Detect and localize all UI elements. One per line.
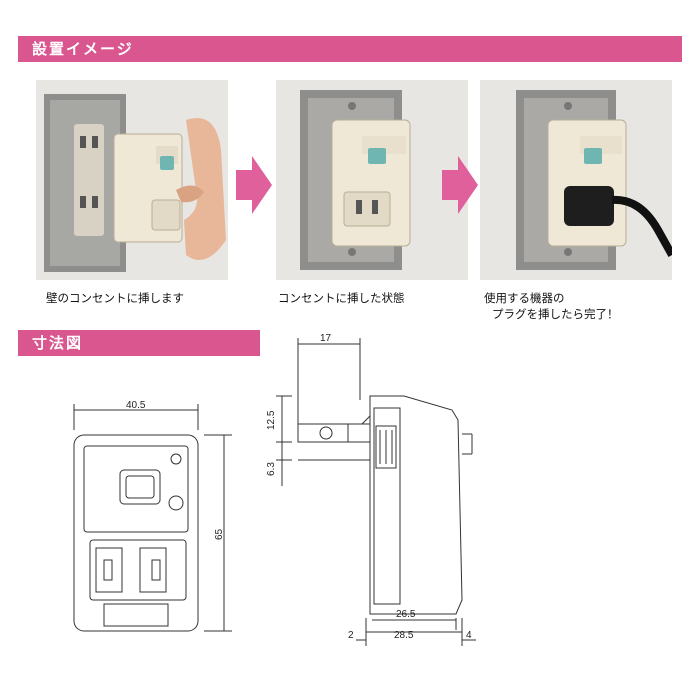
section-title-dimensions: 寸法図 xyxy=(18,330,260,356)
install-photo-1 xyxy=(36,80,228,280)
dim-plug-height: 12.5 xyxy=(266,410,277,430)
dim-plug-offset: 6.3 xyxy=(266,462,277,476)
dim-plug-length: 17 xyxy=(320,333,332,344)
photo-3-caption-line2: プラグを挿したら完了！ xyxy=(492,307,619,321)
dim-right-margin: 4 xyxy=(466,630,472,641)
photo-1-caption: 壁のコンセントに挿します xyxy=(46,291,184,305)
dim-left-margin: 2 xyxy=(348,630,354,641)
section-title-install: 設置イメージ xyxy=(18,36,682,62)
install-photo-3 xyxy=(480,80,672,280)
arrow-right-icon xyxy=(442,156,478,214)
dim-front-width: 40.5 xyxy=(126,400,146,411)
dim-front-height: 65 xyxy=(214,528,225,540)
arrow-right-icon xyxy=(236,156,272,214)
install-photo-2 xyxy=(276,80,468,280)
side-view xyxy=(276,338,476,646)
dim-body-depth-inner: 26.5 xyxy=(396,609,416,620)
front-view xyxy=(73,404,232,632)
photo-2-caption: コンセントに挿した状態 xyxy=(278,291,405,305)
dim-body-depth-total: 28.5 xyxy=(394,630,414,641)
photo-3-caption-line1: 使用する機器の xyxy=(484,291,565,305)
